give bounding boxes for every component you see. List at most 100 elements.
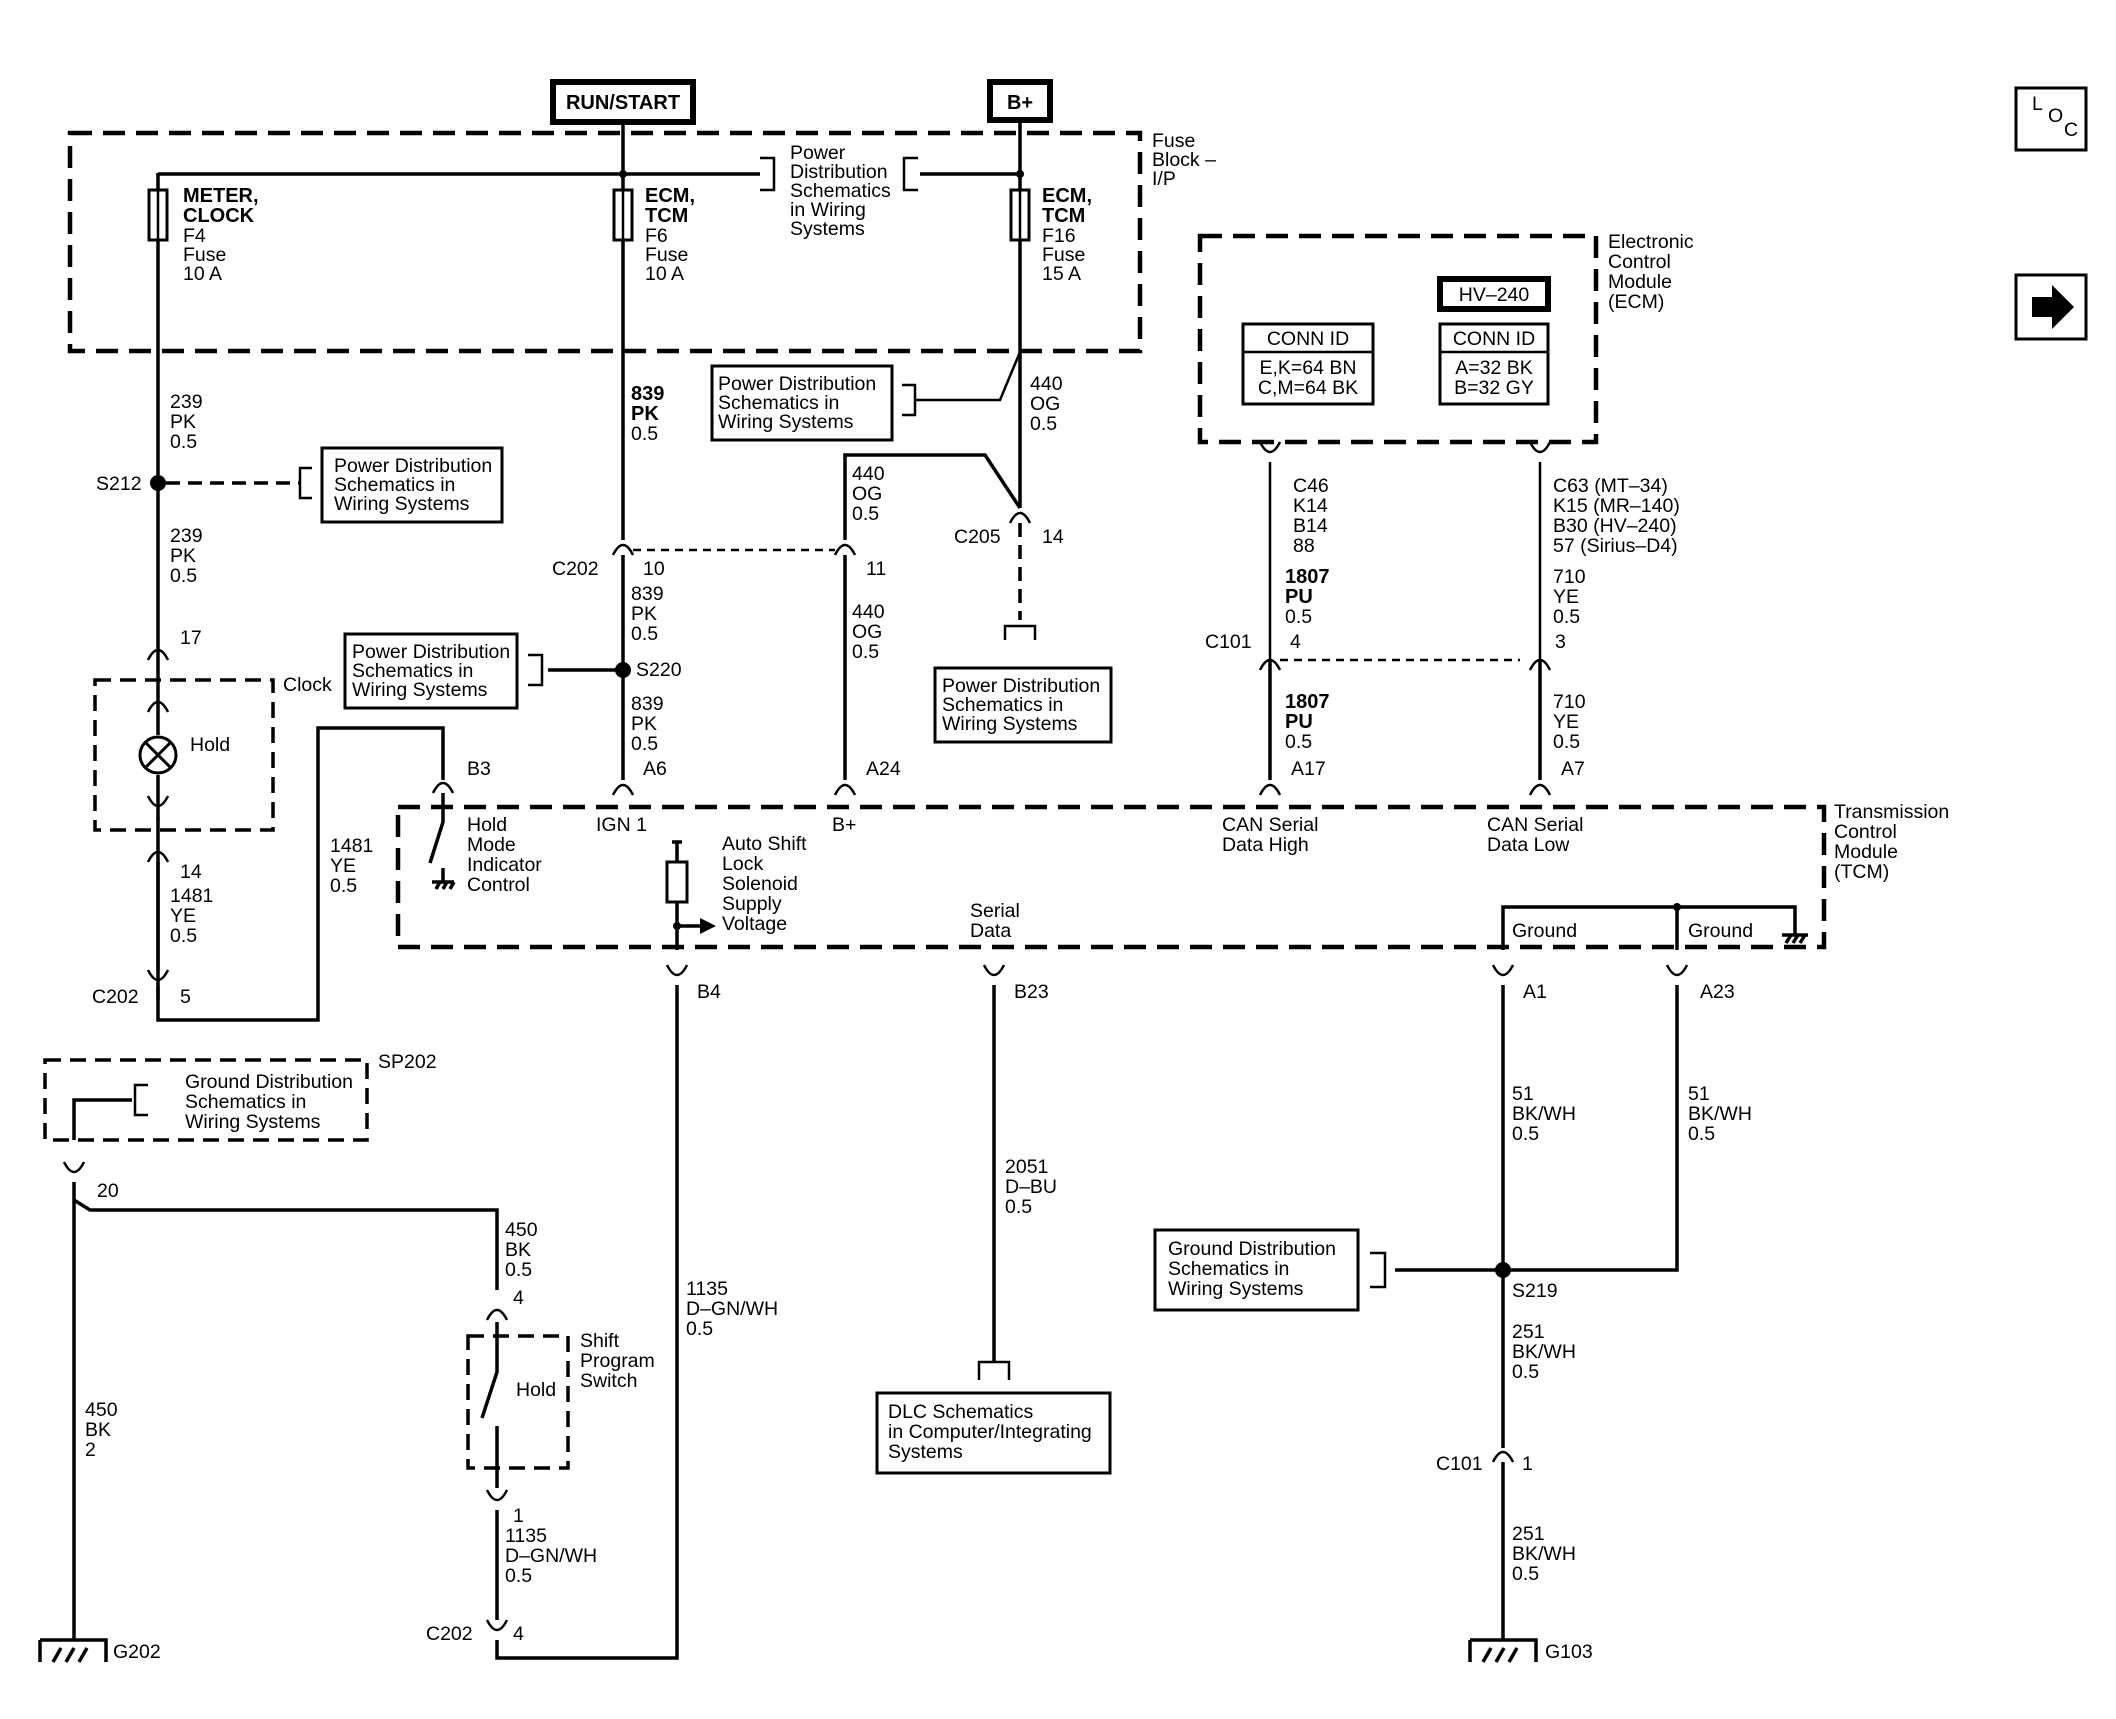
ecm-label-line: Control (1608, 251, 1671, 273)
wire-line: PK (170, 411, 196, 433)
wire-line: 839 (631, 693, 664, 715)
ecm-label-line: Electronic (1608, 231, 1694, 253)
shift-switch-label: Shift Program Switch (580, 1330, 655, 1392)
conn-line: C63 (MT–34) (1553, 475, 1668, 497)
run-start-source: RUN/START (550, 79, 696, 125)
tcm-pin-label: Lock (722, 853, 763, 875)
connector-c202-11 (833, 543, 857, 556)
ecm-outline (1197, 233, 1599, 445)
tcm-pin-label: Solenoid (722, 873, 798, 895)
connector-a23 (1665, 964, 1689, 977)
wire-line: YE (1553, 711, 1579, 733)
wire-line: 51 (1512, 1083, 1534, 1105)
pd-ref-f16[interactable]: Power Distribution Schematics in Wiring … (710, 364, 894, 442)
can-high-label: CAN Serial (1222, 814, 1318, 836)
ref-line: Ground Distribution (185, 1071, 353, 1093)
pd-ref-s220[interactable]: Power Distribution Schematics in Wiring … (343, 632, 519, 710)
wire-line: 0.5 (1030, 413, 1057, 435)
auto-shift-label: Auto Shift Lock Solenoid Supply Voltage (722, 833, 807, 935)
pin-4: 4 (513, 1623, 524, 1645)
pin-10: 10 (643, 558, 665, 580)
wire-line: 450 (505, 1219, 538, 1241)
connector-c101-1 (1491, 1450, 1515, 1463)
conn-id-line: C,M=64 BK (1258, 377, 1358, 399)
ign-label: IGN 1 (596, 814, 647, 836)
ground-1-label: Ground (1512, 920, 1577, 942)
wire-line: BK/WH (1512, 1341, 1576, 1363)
tcm-pin-label: Auto Shift (722, 833, 807, 855)
dlc-ref[interactable]: DLC Schematics in Computer/Integrating S… (875, 1391, 1112, 1475)
wire-line: 839 (631, 383, 664, 405)
wire-line: YE (330, 855, 356, 877)
pin-4: 4 (513, 1287, 524, 1309)
c205-label: C205 (954, 526, 1001, 548)
pd-ref-s212[interactable]: Power Distribution Schematics in Wiring … (320, 446, 504, 524)
ref-line: in Wiring (790, 199, 866, 221)
gd-ref-s219[interactable]: Ground Distribution Schematics in Wiring… (1153, 1228, 1360, 1312)
tcm-label: Transmission Control Module (TCM) (1834, 801, 1949, 883)
ref-line: Power Distribution (334, 455, 492, 477)
wire-line: D–GN/WH (505, 1545, 597, 1567)
conn-line: K14 (1293, 495, 1328, 517)
switch-label-line: Switch (580, 1370, 637, 1392)
sp202-outline (43, 1058, 369, 1142)
wire-line: 1135 (505, 1525, 547, 1547)
wire-line: 0.5 (170, 431, 197, 453)
wire-line: 0.5 (170, 925, 197, 947)
tcm-label-line: Control (1834, 821, 1897, 843)
wire-line: 0.5 (505, 1259, 532, 1281)
ref-line: Schematics in (352, 660, 473, 682)
wire-label: 710 YE 0.5 (1553, 566, 1586, 628)
pin-a6: A6 (643, 758, 667, 780)
pd-ref-fuseblock[interactable]: Power Distribution Schematics in Wiring … (790, 142, 891, 240)
ref-line: Wiring Systems (334, 493, 470, 515)
wire-line: BK/WH (1512, 1543, 1576, 1565)
wire-line: 0.5 (631, 423, 658, 445)
wire-line: 0.5 (1688, 1123, 1715, 1145)
wire-line: 251 (1512, 1523, 1545, 1545)
c101-label: C101 (1436, 1453, 1483, 1475)
ref-line: Schematics in (718, 392, 839, 414)
wire-line: D–BU (1005, 1176, 1057, 1198)
wire-line: OG (852, 621, 882, 643)
connector-c205 (1008, 511, 1032, 524)
wire-line: 0.5 (686, 1318, 713, 1340)
tcm-pin-label: Supply (722, 893, 782, 915)
wire-line: BK (85, 1419, 111, 1441)
conn-id-left: CONN ID E,K=64 BN C,M=64 BK (1241, 322, 1375, 406)
ref-line: Wiring Systems (1168, 1278, 1304, 1300)
pin-a17: A17 (1291, 758, 1326, 780)
wire-line: D–GN/WH (686, 1298, 778, 1320)
wire-line: 440 (852, 463, 885, 485)
ref-line: Ground Distribution (1168, 1238, 1336, 1260)
can-high-label: Data High (1222, 834, 1309, 856)
gd-ref-sp202[interactable]: Ground Distribution Schematics in Wiring… (185, 1071, 353, 1133)
wire-label: 239 PK 0.5 239 PK 0.5 (170, 391, 203, 587)
next-arrow-icon[interactable] (2014, 273, 2088, 341)
ground-g103-icon (1468, 1638, 1538, 1663)
fuse-line: ECM, (645, 185, 695, 207)
ecm-label: Electronic Control Module (ECM) (1608, 231, 1694, 313)
ecm-label-line: (ECM) (1608, 291, 1664, 313)
fuse-line: TCM (645, 205, 688, 227)
ref-line: Power Distribution (718, 373, 876, 395)
ref-line: Power Distribution (352, 641, 510, 663)
hv-240-text: HV–240 (1459, 284, 1530, 306)
shift-program-switch-icon[interactable] (480, 1322, 499, 1488)
tcm-pin-label: Control (467, 874, 530, 896)
loc-letter: L (2032, 93, 2043, 115)
ground-2-label: Ground (1688, 920, 1753, 942)
wire-line: 710 (1553, 691, 1586, 713)
pd-ref-c205[interactable]: Power Distribution Schematics in Wiring … (933, 666, 1113, 744)
wire-label: 1807 PU 0.5 (1285, 691, 1330, 753)
ref-line: Schematics in (1168, 1258, 1289, 1280)
splice-s212 (150, 475, 166, 491)
run-start-label: RUN/START (566, 92, 680, 114)
loc-icon[interactable]: L O C (2014, 86, 2088, 152)
wire-line: 2 (85, 1439, 96, 1461)
ref-line: Distribution (790, 161, 888, 183)
conn-line: B14 (1293, 515, 1328, 537)
fuse-line: ECM, (1042, 185, 1092, 207)
wire-line: 0.5 (505, 1565, 532, 1587)
wire-label: 251 BK/WH 0.5 (1512, 1321, 1576, 1383)
